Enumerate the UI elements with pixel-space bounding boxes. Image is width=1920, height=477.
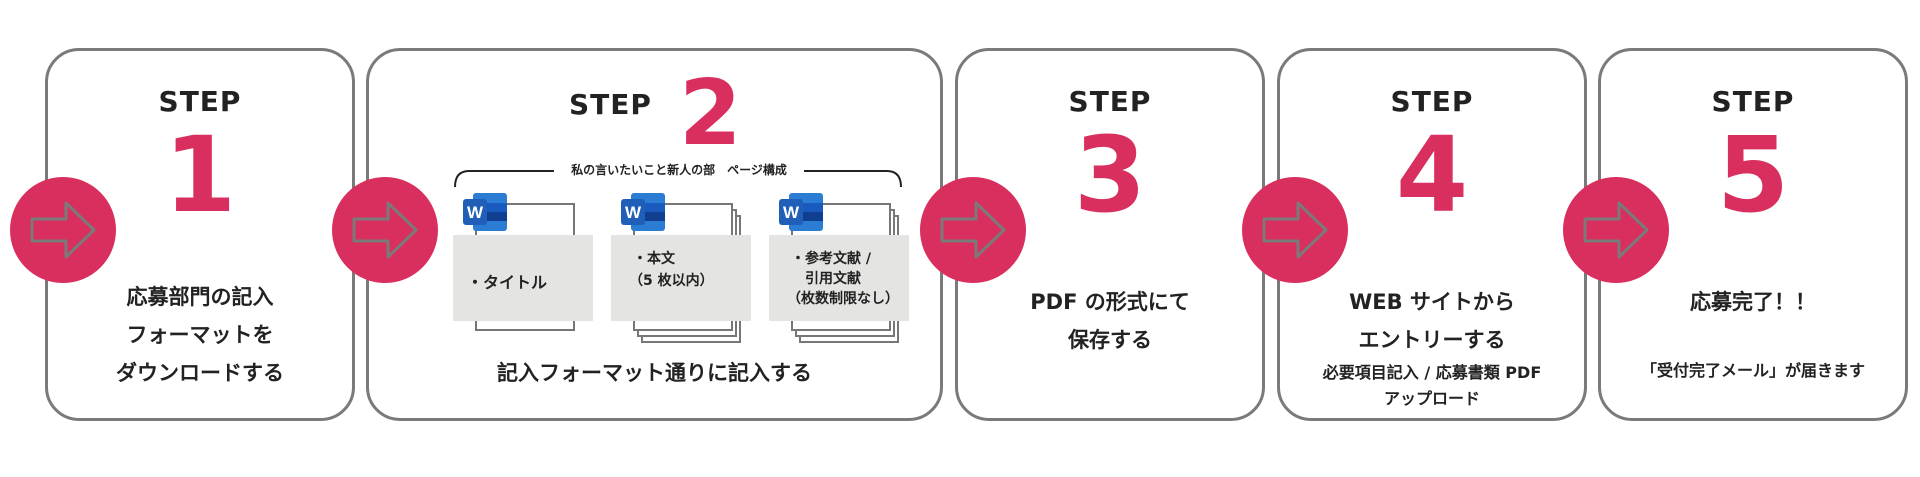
step-5-sub-line-1: 「受付完了メール」が届きます bbox=[1640, 361, 1865, 380]
word-document-icon: W bbox=[463, 193, 507, 231]
arrow-right-icon bbox=[1563, 177, 1669, 283]
step-1-line-2: フォーマットを bbox=[126, 323, 274, 347]
step-3-line-1: PDF の形式にて bbox=[1030, 290, 1190, 314]
step-5-line-1: 応募完了！！ bbox=[1690, 290, 1816, 314]
word-letter: W bbox=[783, 203, 800, 222]
doc-references-line-3: （枚数制限なし） bbox=[787, 291, 899, 307]
step-4-line-2: エントリーする bbox=[1358, 328, 1506, 352]
step-3-label: STEP bbox=[1068, 85, 1152, 118]
page-structure-label: 私の言いたいこと新人の部 ページ構成 bbox=[554, 161, 804, 178]
step-4-card: STEP 4 WEB サイトから エントリーする 必要項目記入 / 応募書類 P… bbox=[1277, 48, 1587, 421]
doc-references-line-2: 引用文献 bbox=[791, 271, 861, 287]
doc-panel bbox=[769, 235, 909, 321]
arrow-right-icon bbox=[332, 177, 438, 283]
doc-panel bbox=[611, 235, 751, 321]
word-letter: W bbox=[467, 203, 484, 222]
doc-body-pages: W ・本文 （5 枚以内） bbox=[611, 191, 751, 343]
step-2-label: STEP bbox=[569, 88, 652, 121]
doc-panel bbox=[453, 235, 593, 321]
step-4-line-1: WEB サイトから bbox=[1349, 290, 1515, 314]
step-1-line-3: ダウンロードする bbox=[116, 361, 284, 385]
doc-references-pages: W ・参考文献 / 引用文献 （枚数制限なし） bbox=[769, 191, 909, 343]
step-4-label: STEP bbox=[1390, 85, 1474, 118]
doc-title-line-1: ・タイトル bbox=[467, 273, 548, 292]
step-4-number: 4 bbox=[1395, 114, 1469, 236]
step-2-caption: 記入フォーマット通りに記入する bbox=[497, 361, 812, 385]
arrow-right-icon bbox=[10, 177, 116, 283]
step-1-label: STEP bbox=[158, 85, 242, 118]
word-document-icon: W bbox=[779, 193, 823, 231]
step-2-card: STEP 2 私の言いたいこと新人の部 ページ構成 W ・タイトル W ・本文 bbox=[366, 48, 943, 421]
doc-references-line-1: ・参考文献 / bbox=[791, 251, 871, 267]
step-3-line-2: 保存する bbox=[1068, 328, 1152, 352]
arrow-right-icon bbox=[1242, 177, 1348, 283]
step-5-number: 5 bbox=[1716, 114, 1790, 236]
step-5-label: STEP bbox=[1711, 85, 1795, 118]
word-document-icon: W bbox=[621, 193, 665, 231]
step-4-sub-line-2: アップロード bbox=[1383, 389, 1480, 408]
step-1-number: 1 bbox=[163, 114, 237, 236]
step-3-number: 3 bbox=[1073, 114, 1147, 236]
arrow-right-icon bbox=[920, 177, 1026, 283]
step-1-card: STEP 1 応募部門の記入 フォーマットを ダウンロードする bbox=[45, 48, 355, 421]
step-4-sub-line-1: 必要項目記入 / 応募書類 PDF bbox=[1322, 363, 1542, 382]
doc-title-page: W ・タイトル bbox=[453, 191, 593, 331]
doc-body-line-2: （5 枚以内） bbox=[629, 273, 714, 289]
doc-body-line-1: ・本文 bbox=[633, 251, 675, 267]
step-1-line-1: 応募部門の記入 bbox=[126, 285, 274, 309]
word-letter: W bbox=[625, 203, 642, 222]
step-2-number: 2 bbox=[679, 61, 742, 166]
